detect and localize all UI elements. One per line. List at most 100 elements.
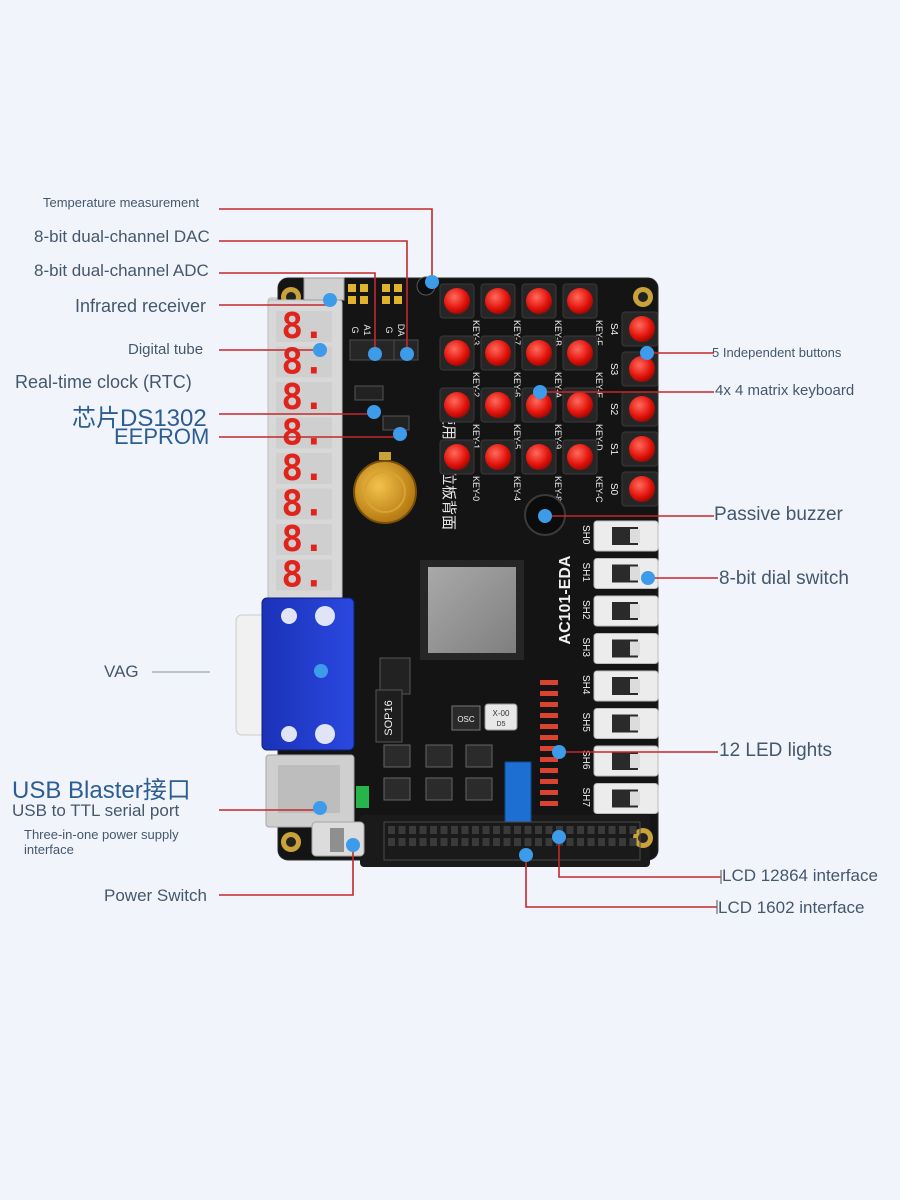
callout-marker xyxy=(552,745,566,759)
matrix-key-label: KEY-A xyxy=(553,372,563,398)
callout-marker xyxy=(552,830,566,844)
header-pin-label: A1 xyxy=(362,324,372,335)
callout-marker xyxy=(519,848,533,862)
sop16-chip xyxy=(375,689,403,743)
lcd-header-pin xyxy=(566,826,574,834)
lcd-header-pin xyxy=(409,838,416,846)
usb-ttl-chip xyxy=(379,657,411,695)
matrix-key-cap xyxy=(444,444,470,470)
lcd-header-pin xyxy=(493,826,500,834)
callout-marker xyxy=(323,293,337,307)
label-usb-ttl: USB to TTL serial port xyxy=(12,801,180,820)
matrix-key-cap xyxy=(444,288,470,314)
label-power-switch: Power Switch xyxy=(104,886,207,905)
matrix-key-label: KEY-0 xyxy=(471,476,481,501)
lcd-header-pin xyxy=(472,826,479,834)
lcd-header-pin xyxy=(566,838,574,846)
led-light xyxy=(540,724,558,729)
lcd-header-pin xyxy=(577,838,584,846)
matrix-key-cap xyxy=(485,288,511,314)
independent-key-label: S4 xyxy=(608,323,619,336)
callout-marker xyxy=(533,385,547,399)
independent-key-cap xyxy=(629,356,655,382)
power-led xyxy=(356,786,369,808)
digit-glyph: 8. xyxy=(281,413,324,454)
dial-switch-knob xyxy=(630,679,640,693)
crystal-oscillator xyxy=(484,703,518,731)
lcd-header-pin xyxy=(545,838,553,846)
usb-blaster-port xyxy=(278,765,340,813)
callout-marker xyxy=(640,346,654,360)
header-pin xyxy=(348,296,356,304)
lcd-header-pin xyxy=(388,826,395,834)
digit-glyph: 8. xyxy=(281,519,324,560)
led-light xyxy=(540,757,558,762)
callout-marker xyxy=(641,571,655,585)
leader-power-switch xyxy=(219,845,354,896)
matrix-key-cap xyxy=(567,444,593,470)
label-usb-blaster: USB Blaster接口 xyxy=(12,777,191,804)
callout-marker xyxy=(313,801,327,815)
led-light xyxy=(540,680,558,685)
independent-key-label: S2 xyxy=(608,403,619,416)
lcd-header-pin xyxy=(577,826,584,834)
osc-component xyxy=(451,705,481,731)
dial-switch-knob xyxy=(630,529,640,543)
label-eeprom: EEPROM xyxy=(114,424,210,449)
matrix-key-label: KEY-5 xyxy=(512,424,522,449)
led-light xyxy=(540,768,558,773)
matrix-key-label: KEY-F xyxy=(594,320,604,346)
leader-lcd12864 xyxy=(558,837,721,878)
leader-temperature xyxy=(219,208,433,282)
lcd-header-pin xyxy=(398,838,406,846)
lcd-header-pin xyxy=(587,826,595,834)
label-ds1302: 芯片DS1302 xyxy=(72,405,207,432)
dial-switch-label: SH3 xyxy=(580,638,591,658)
digit-window xyxy=(276,311,332,342)
digit-glyph: 8. xyxy=(281,306,324,347)
lcd-header xyxy=(383,821,641,861)
lcd-header-pin xyxy=(514,826,521,834)
header-pin xyxy=(394,296,402,304)
matrix-key-label: KEY-1 xyxy=(471,424,481,449)
label-lcd1602: LCD 1602 interface xyxy=(718,898,865,917)
lcd-header-pin xyxy=(398,826,406,834)
leader-dac xyxy=(219,240,408,354)
header-pin xyxy=(394,284,402,292)
lcd-header-pin xyxy=(440,826,448,834)
matrix-key-cap xyxy=(526,392,552,418)
leader-lcd1602 xyxy=(525,855,717,908)
label-power-supply-interface: Three-in-one power supply interface xyxy=(24,827,179,857)
independent-key-cap xyxy=(629,476,655,502)
regulator-component xyxy=(465,777,493,801)
matrix-key-cap xyxy=(526,340,552,366)
lcd-header-pin xyxy=(493,838,500,846)
header-pin xyxy=(382,284,390,292)
lcd-header-pin xyxy=(451,826,458,834)
coin-cell-ring xyxy=(364,471,406,513)
power-switch xyxy=(330,828,344,852)
lcd-header-pin xyxy=(598,838,605,846)
matrix-key-label: KEY-E xyxy=(594,372,604,398)
lcd-header-pin xyxy=(503,838,511,846)
matrix-key-label: KEY-4 xyxy=(512,476,522,501)
matrix-key-cap xyxy=(567,288,593,314)
regulator-component xyxy=(465,744,493,768)
lcd-header-pin xyxy=(419,838,427,846)
dial-switch-label: SH4 xyxy=(580,675,591,695)
matrix-key-cap xyxy=(526,288,552,314)
label-led-lights: 12 LED lights xyxy=(719,740,833,761)
lcd-header-pin xyxy=(419,826,427,834)
dial-switch-label: SH7 xyxy=(580,788,591,808)
dial-switch-knob xyxy=(630,791,640,806)
vga-screw xyxy=(315,724,335,744)
digit-window xyxy=(276,524,332,555)
matrix-key-cap xyxy=(526,444,552,470)
matrix-key-cap xyxy=(485,392,511,418)
lcd-header-pin xyxy=(461,838,469,846)
lcd-header-pin xyxy=(535,838,542,846)
lcd-header-pin xyxy=(440,838,448,846)
led-light xyxy=(540,801,558,806)
